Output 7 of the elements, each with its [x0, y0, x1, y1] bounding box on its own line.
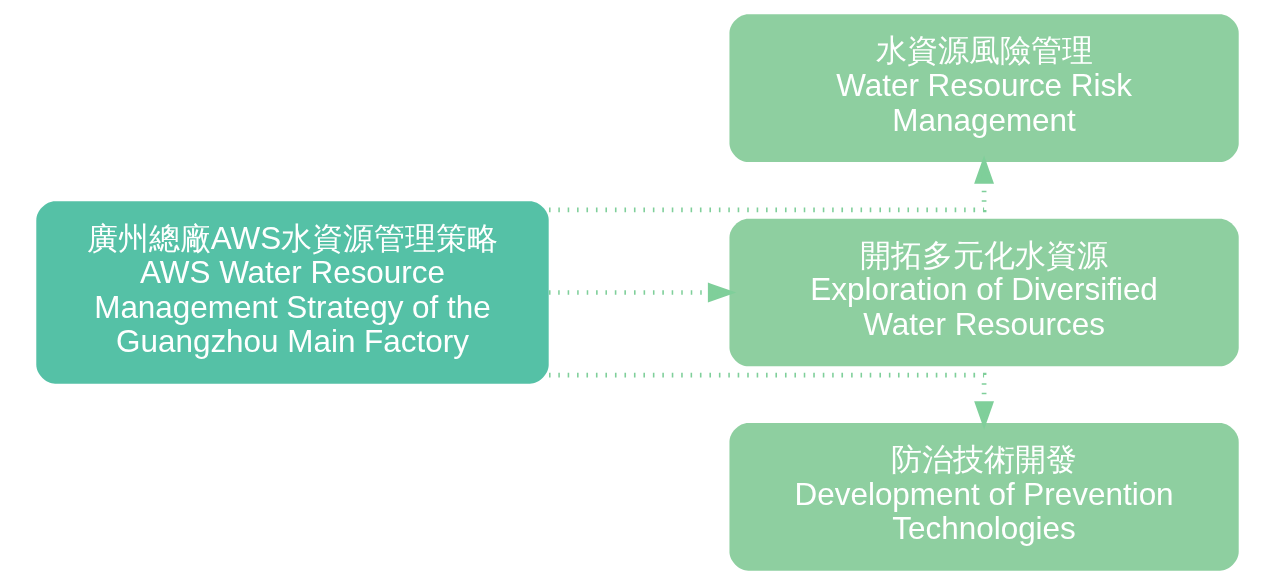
node-box: 水資源風險管理 Water Resource Risk Management: [728, 14, 1239, 163]
arrow: [548, 282, 736, 303]
node-box: 防治技術開發 Development of Prevention Technologies: [728, 422, 1239, 571]
node-box: 開拓多元化水資源 Exploration of Diversified Water Resources: [728, 218, 1239, 367]
arrow: [548, 372, 994, 430]
node-box: 廣州總廠AWS水資源管理策略 AWS Water Resource Management Strategy of the Guangzhou Main Factory: [35, 201, 549, 384]
arrow: [548, 155, 994, 213]
